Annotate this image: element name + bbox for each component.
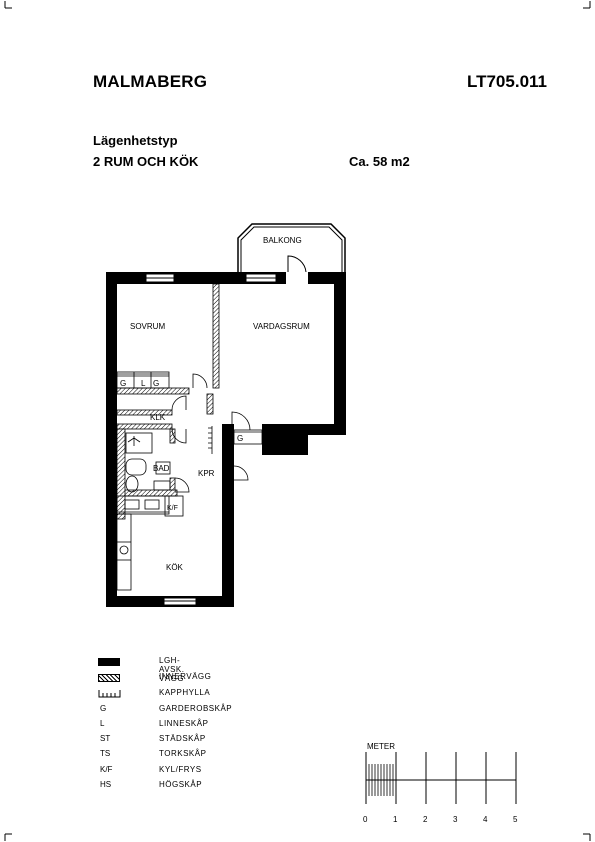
balcony — [237, 223, 346, 272]
legend-desc: LINNESKÅP — [159, 719, 209, 728]
legend-desc: INNERVÄGG — [159, 672, 212, 681]
room-kitchen: KÖK — [166, 563, 184, 572]
interior-walls — [116, 283, 220, 520]
doors — [171, 373, 251, 493]
legend-desc: LGH-AVSK. VÄGG — [159, 656, 185, 683]
legend-code: K/F — [100, 765, 113, 774]
fridge-freezer-label: K/F — [167, 505, 178, 512]
room-bath: BAD — [153, 464, 170, 473]
kitchen-counter — [116, 495, 184, 591]
coat-shelf-symbol — [98, 690, 121, 698]
scale-tick-label: 2 — [423, 815, 428, 824]
windows — [145, 273, 277, 606]
project-name: MALMABERG — [93, 72, 208, 91]
room-balcony: BALKONG — [263, 236, 302, 245]
solid-wall-symbol — [98, 658, 120, 666]
hall-closet — [233, 429, 263, 445]
apartment-type-label: Lägenhetstyp — [93, 133, 178, 148]
scale-tick-label: 1 — [393, 815, 398, 824]
room-closet-klk: KLK — [150, 413, 166, 422]
apartment-area: Ca. 58 m2 — [349, 154, 410, 169]
closet-g-2: G — [153, 379, 159, 388]
apartment-type: 2 RUM OCH KÖK — [93, 154, 199, 169]
legend-desc: STÄDSKÅP — [159, 734, 206, 743]
room-hall: KPR — [198, 469, 215, 478]
closet-g-3: G — [237, 434, 243, 443]
legend-desc: TORKSKÅP — [159, 749, 207, 758]
bathroom-fixtures — [125, 432, 171, 493]
apartment-code: LT705.011 — [466, 72, 547, 91]
scale-title: METER — [367, 742, 395, 751]
legend-code: HS — [100, 780, 112, 789]
scale-tick-label: 5 — [513, 815, 518, 824]
scale-tick-label: 3 — [453, 815, 458, 824]
legend-code: L — [100, 719, 105, 728]
legend-code: ST — [100, 734, 111, 743]
legend-desc: HÖGSKÅP — [159, 780, 203, 789]
closet-l: L — [141, 379, 146, 388]
closet-g-1: G — [120, 379, 126, 388]
coat-shelf — [208, 426, 213, 454]
room-bedroom: SOVRUM — [130, 322, 165, 331]
scale-tick-label: 4 — [483, 815, 488, 824]
legend-desc: KAPPHYLLA — [159, 688, 211, 697]
bedroom-closets — [116, 371, 170, 389]
hatched-wall-symbol — [98, 674, 120, 682]
legend-code: TS — [100, 749, 111, 758]
legend-code: G — [100, 704, 107, 713]
scale-tick-label: 0 — [363, 815, 368, 824]
legend-desc: KYL/FRYS — [159, 765, 202, 774]
legend-desc: GARDEROBSKÅP — [159, 704, 233, 713]
room-living: VARDAGSRUM — [253, 322, 310, 331]
balcony-door — [286, 255, 308, 284]
